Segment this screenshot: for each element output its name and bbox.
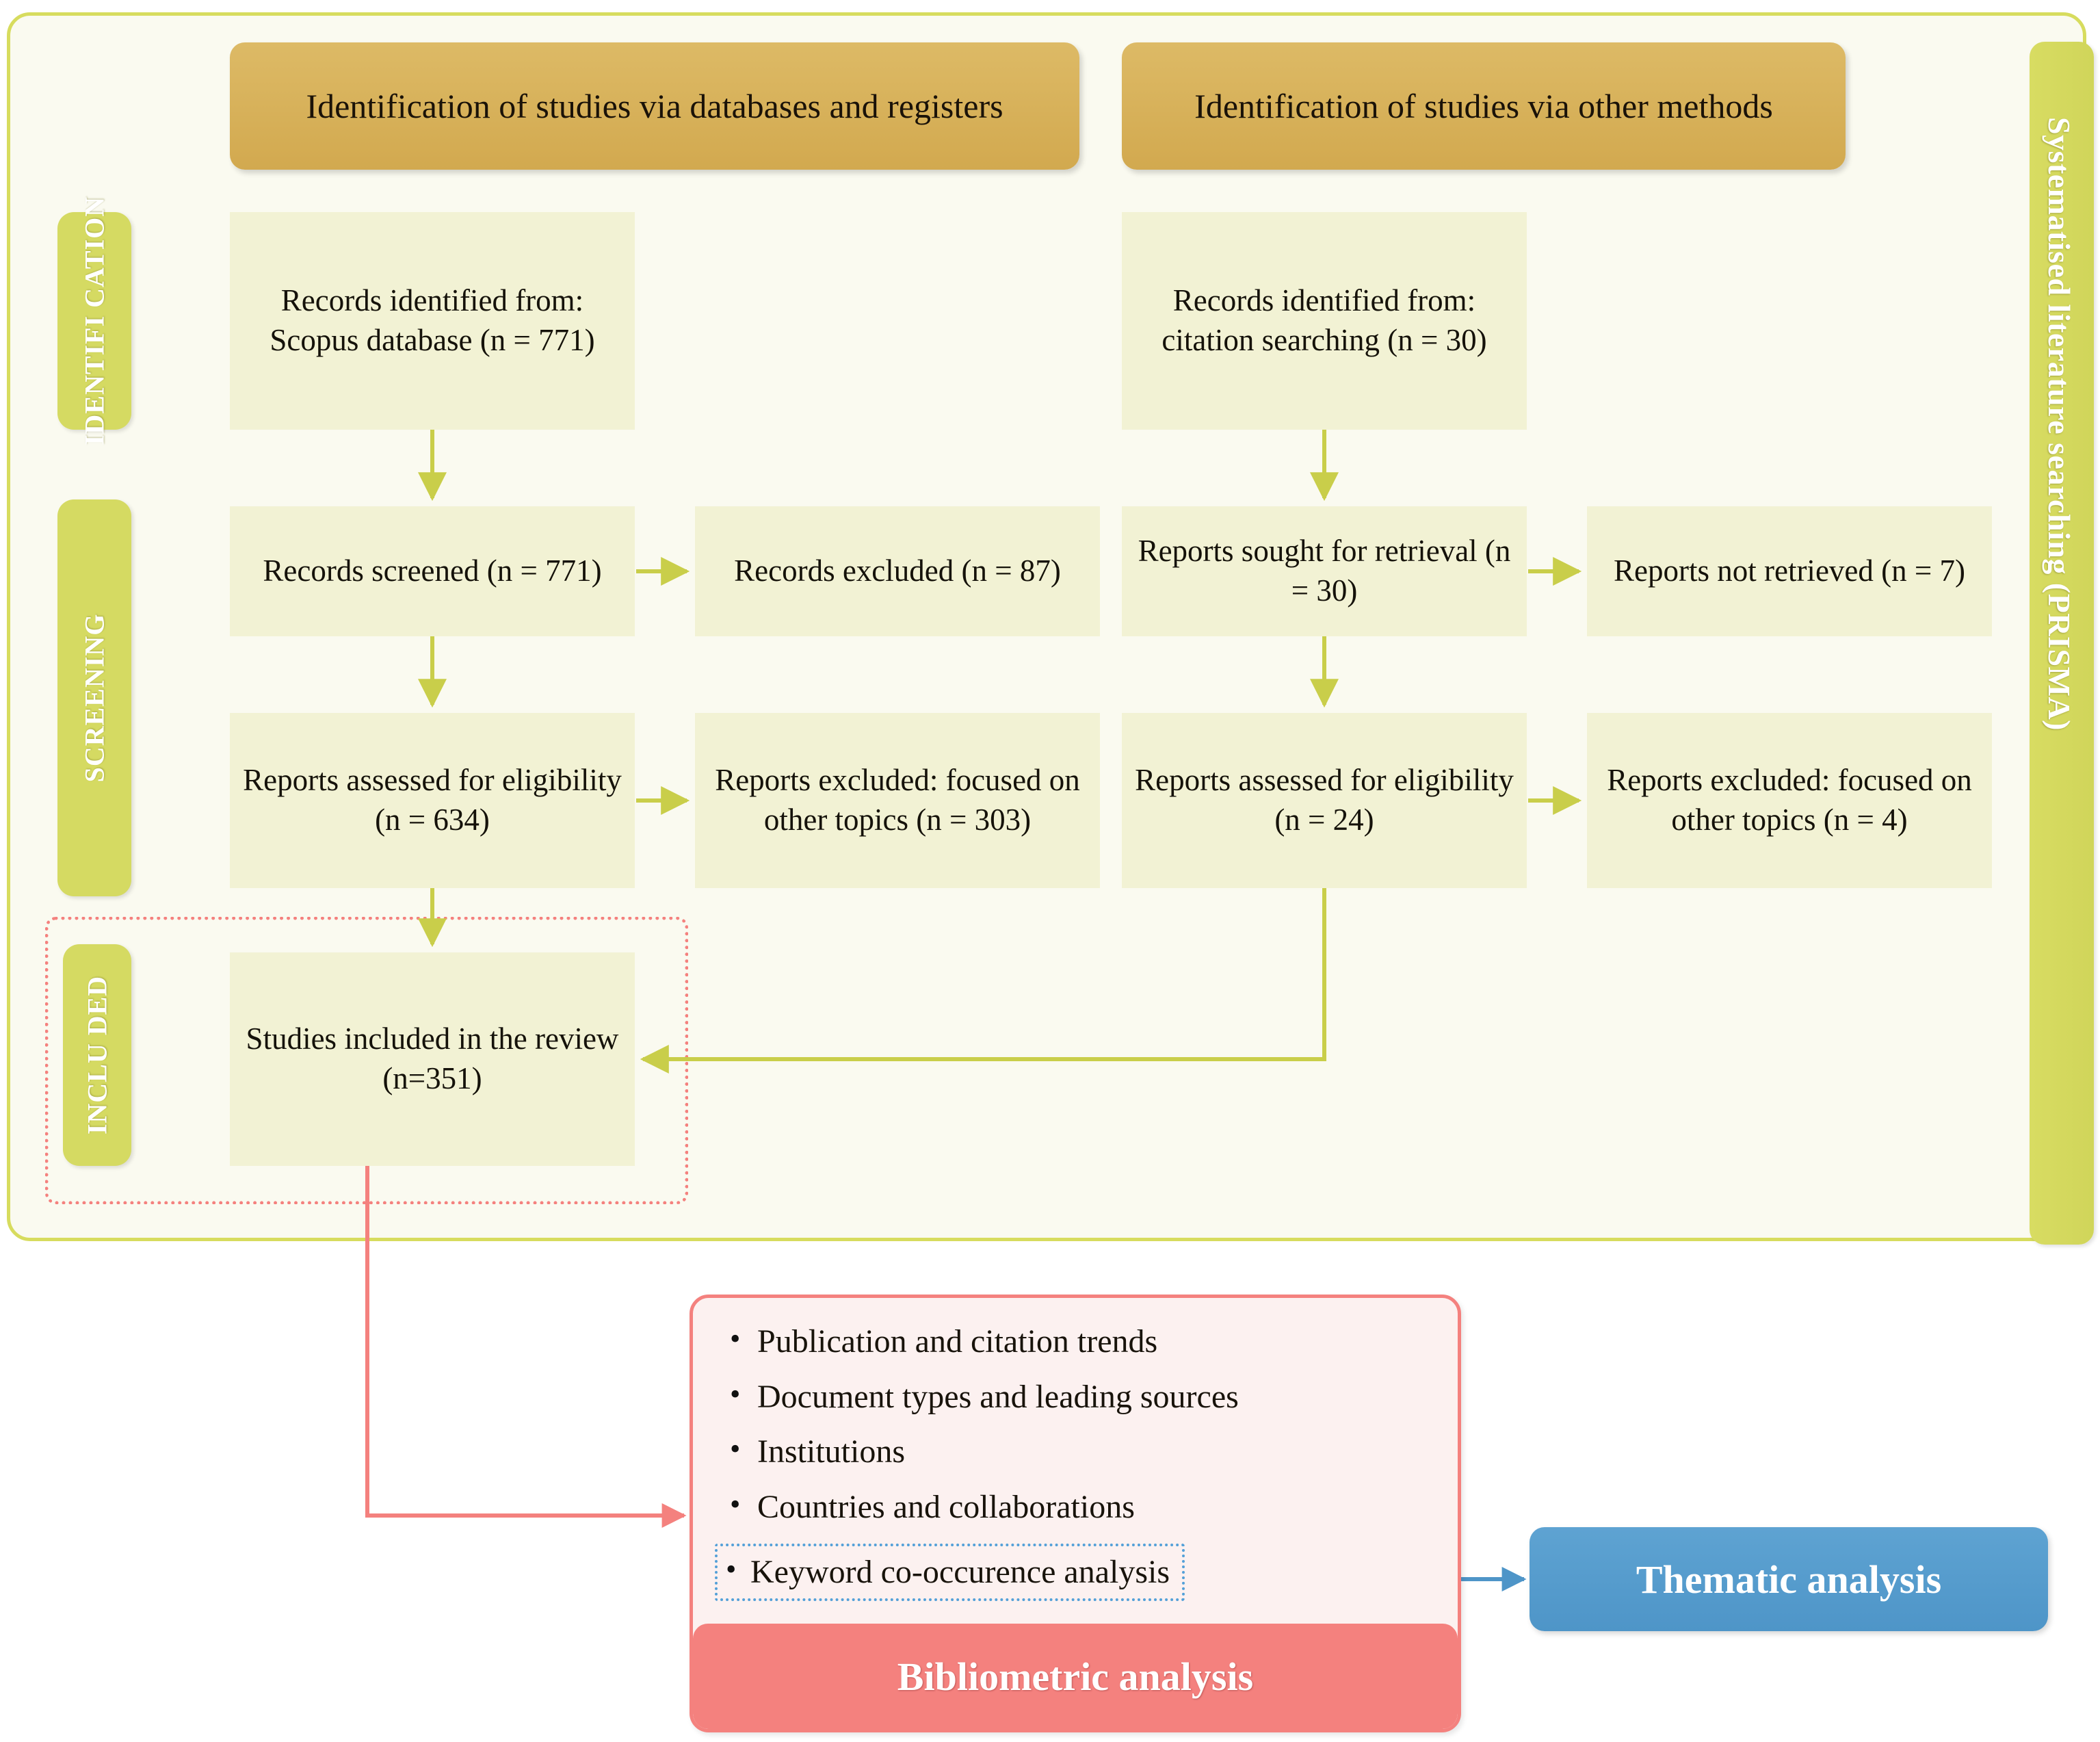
stage-label-identification: IDENTIFI CATION [57, 196, 131, 445]
box-reports-not-retrieved-text: Reports not retrieved (n = 7) [1614, 554, 1965, 588]
box-reports-not-retrieved: Reports not retrieved (n = 7) [1587, 506, 1992, 636]
column-header-other-methods-label: Identification of studies via other meth… [1194, 86, 1773, 125]
bibliometric-analysis-title: Bibliometric analysis [693, 1624, 1458, 1729]
stage-label-included-text: INCLU DED [81, 975, 113, 1135]
box-reports-excluded-left: Reports excluded: focused on other topic… [695, 713, 1100, 888]
box-reports-excluded-right-text: Reports excluded: focused on other topic… [1607, 763, 1972, 837]
stage-label-screening-text: SCREENING [79, 613, 110, 783]
stage-label-screening: SCREENING [57, 499, 131, 896]
box-records-identified-scopus-text: Records identified from: Scopus database… [270, 283, 595, 357]
list-item: Publication and citation trends [724, 1321, 1458, 1362]
bibliometric-analysis-card: Publication and citation trends Document… [690, 1295, 1461, 1732]
box-records-identified-citation-text: Records identified from: citation search… [1161, 283, 1487, 357]
bibliometric-items-list: Publication and citation trends Document… [693, 1298, 1458, 1607]
thematic-analysis-box: Thematic analysis [1530, 1527, 2048, 1631]
box-records-screened: Records screened (n = 771) [230, 506, 635, 636]
box-reports-sought-for-retrieval-text: Reports sought for retrieval (n = 30) [1138, 534, 1511, 608]
list-item: Countries and collaborations [724, 1487, 1458, 1527]
box-records-excluded-text: Records excluded (n = 87) [734, 554, 1061, 588]
box-reports-assessed-right: Reports assessed for eligibility (n = 24… [1122, 713, 1527, 888]
box-reports-assessed-left: Reports assessed for eligibility (n = 63… [230, 713, 635, 888]
thematic-analysis-label: Thematic analysis [1636, 1557, 1942, 1602]
list-item-keyword-co-occurence: Keyword co-occurence analysis [715, 1543, 1185, 1602]
box-records-excluded: Records excluded (n = 87) [695, 506, 1100, 636]
list-item: Institutions [724, 1431, 1458, 1472]
list-item: Document types and leading sources [724, 1377, 1458, 1417]
box-studies-included-text: Studies included in the review (n=351) [246, 1022, 619, 1095]
box-reports-assessed-left-text: Reports assessed for eligibility (n = 63… [243, 763, 622, 837]
column-header-databases-label: Identification of studies via databases … [306, 86, 1003, 125]
box-records-screened-text: Records screened (n = 771) [263, 554, 602, 588]
systematised-search-sidebar: Systematised literature searching (PRISM… [2030, 42, 2094, 1245]
column-header-databases: Identification of studies via databases … [230, 42, 1079, 170]
box-records-identified-scopus: Records identified from: Scopus database… [230, 212, 635, 430]
box-reports-assessed-right-text: Reports assessed for eligibility (n = 24… [1135, 763, 1514, 837]
box-reports-excluded-left-text: Reports excluded: focused on other topic… [715, 763, 1080, 837]
box-reports-excluded-right: Reports excluded: focused on other topic… [1587, 713, 1992, 888]
systematised-search-label: Systematised literature searching (PRISM… [2042, 117, 2077, 731]
box-records-identified-citation: Records identified from: citation search… [1122, 212, 1527, 430]
stage-label-identification-text: IDENTIFI CATION [79, 196, 110, 446]
box-reports-sought-for-retrieval: Reports sought for retrieval (n = 30) [1122, 506, 1527, 636]
stage-label-included: INCLU DED [63, 944, 131, 1166]
column-header-other-methods: Identification of studies via other meth… [1122, 42, 1846, 170]
box-studies-included: Studies included in the review (n=351) [230, 952, 635, 1166]
